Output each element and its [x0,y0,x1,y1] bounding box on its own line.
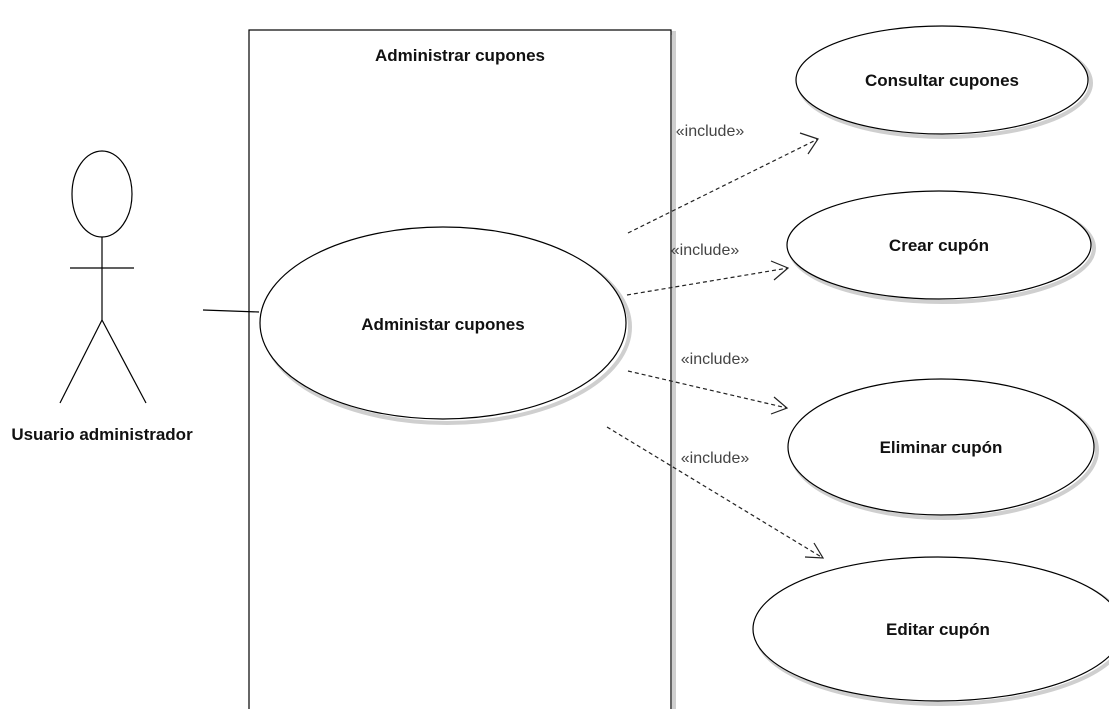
use-case-crear-cupon[interactable]: Crear cupón [786,190,1096,304]
include-relation-consultar[interactable]: «include» [627,123,819,234]
include-line [626,267,789,296]
include-line [627,138,819,234]
use-case-label: Crear cupón [889,236,989,255]
use-case-label: Eliminar cupón [880,438,1003,457]
actor-right-leg [101,319,147,404]
arrowhead-icon [804,542,825,559]
use-case-editar-cupon[interactable]: Editar cupón [752,556,1109,706]
include-stereotype: «include» [681,450,750,467]
include-line [627,370,788,409]
use-case-label: Consultar cupones [865,71,1019,90]
main-use-case-label: Administar cupones [361,315,524,334]
arrowhead-icon [770,260,790,281]
include-stereotype: «include» [671,242,740,259]
actor-head [71,150,133,238]
arrowhead-icon [770,396,789,415]
include-relation-crear[interactable]: «include» [626,242,790,296]
include-stereotype: «include» [676,123,745,140]
actor-usuario-administrador[interactable]: Usuario administrador [11,150,193,444]
system-boundary-title: Administrar cupones [375,46,545,65]
use-case-eliminar-cupon[interactable]: Eliminar cupón [787,378,1099,520]
association-line [202,309,260,313]
include-relation-eliminar[interactable]: «include» [627,351,789,415]
actor-label: Usuario administrador [11,425,193,444]
use-case-label: Editar cupón [886,620,990,639]
actor-left-leg [59,319,103,404]
include-relation-editar[interactable]: «include» [606,426,825,559]
arrowhead-icon [799,132,819,155]
use-case-administar-cupones[interactable]: Administar cupones [259,226,632,425]
include-line [606,426,824,559]
include-stereotype: «include» [681,351,750,368]
use-case-consultar-cupones[interactable]: Consultar cupones [795,25,1093,139]
